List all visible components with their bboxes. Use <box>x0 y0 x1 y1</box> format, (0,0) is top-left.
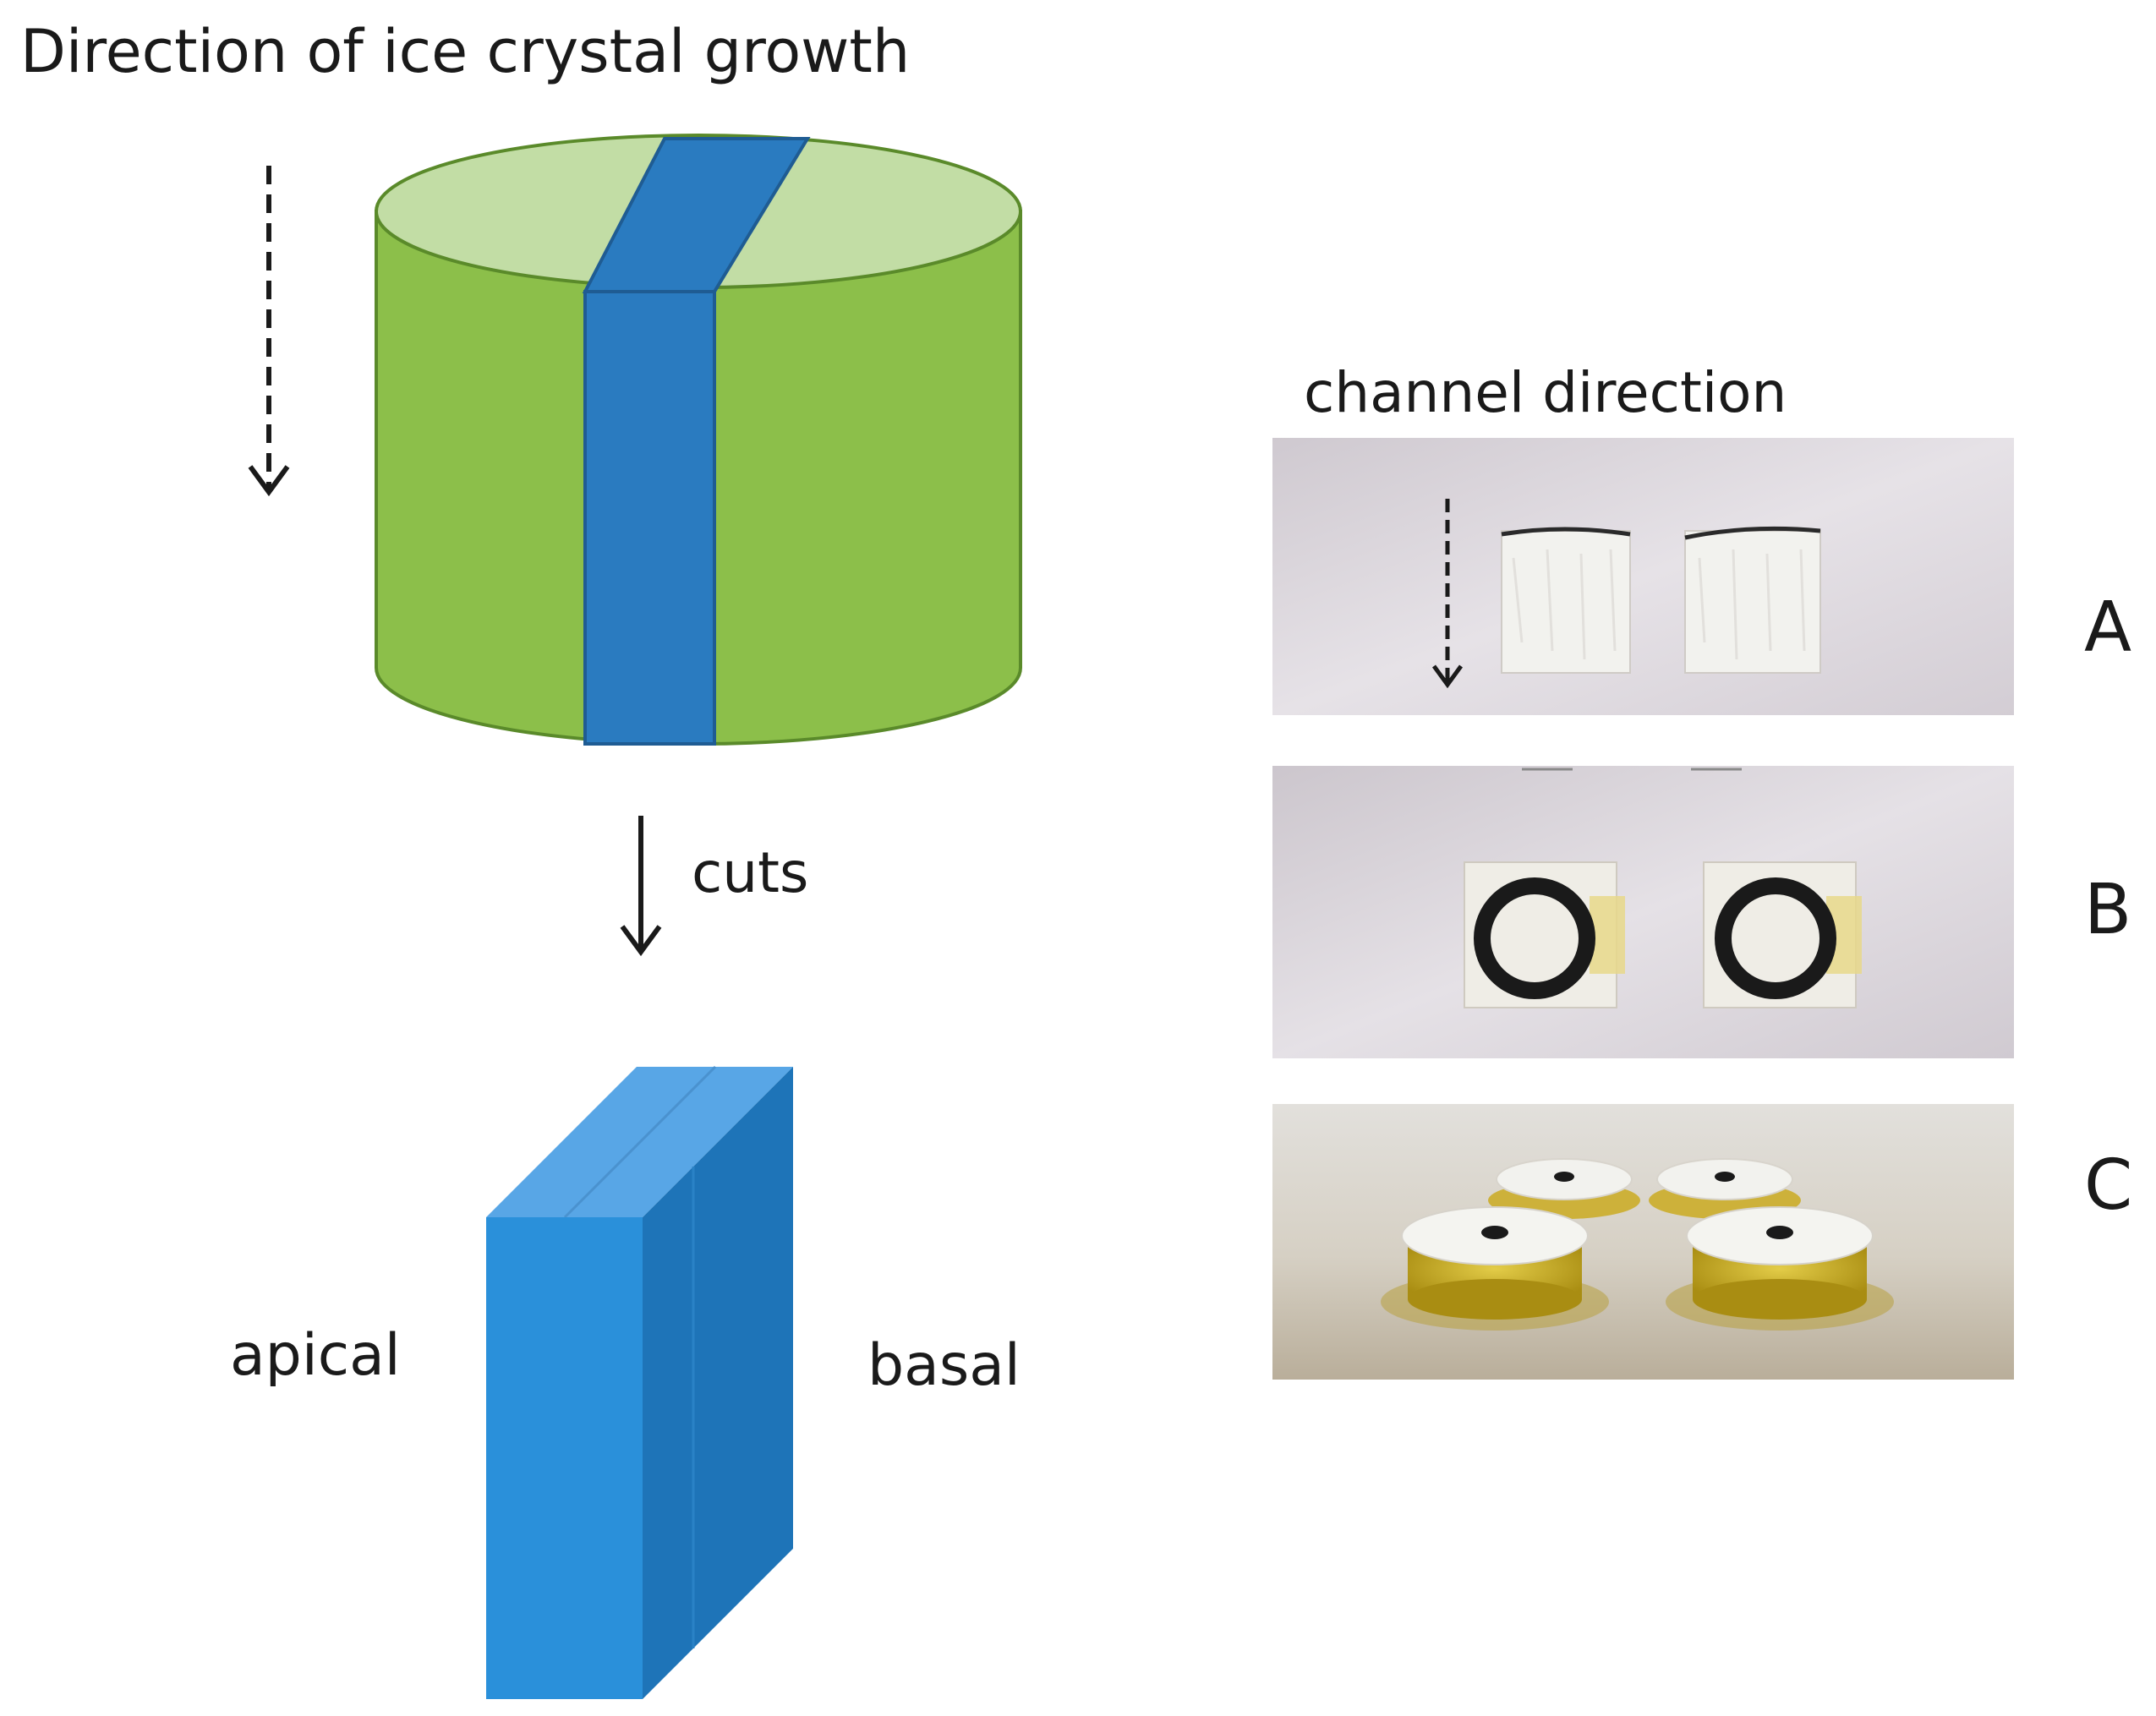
photo-panel-c <box>1272 1104 2014 1380</box>
label-channel-direction: channel direction <box>1304 360 1787 425</box>
solid-down-arrow-icon <box>620 816 662 957</box>
scaffold-square-with-oring <box>1703 861 1862 1008</box>
scaffold-square-with-oring <box>1464 861 1625 1008</box>
label-basal: basal <box>867 1332 1021 1399</box>
sample-holder <box>1381 1206 1609 1331</box>
label-cuts: cuts <box>692 840 809 905</box>
scaffold-square <box>1684 526 1821 674</box>
rectangular-block-icon <box>486 1065 793 1699</box>
title-ice-growth-direction: Direction of ice crystal growth <box>20 17 911 86</box>
dashed-down-arrow-icon <box>248 166 290 497</box>
panel-letter-a: A <box>2084 587 2132 668</box>
scaffold-square <box>1501 527 1631 674</box>
photo-panel-b <box>1272 766 2014 1058</box>
panel-letter-c: C <box>2084 1145 2133 1226</box>
panel-letter-b: B <box>2084 870 2132 950</box>
label-apical: apical <box>230 1322 401 1389</box>
dashed-down-arrow-icon <box>1431 499 1464 689</box>
photo-panel-a <box>1272 438 2014 715</box>
cylinder-icon <box>375 134 1022 746</box>
sample-holder <box>1666 1206 1894 1331</box>
